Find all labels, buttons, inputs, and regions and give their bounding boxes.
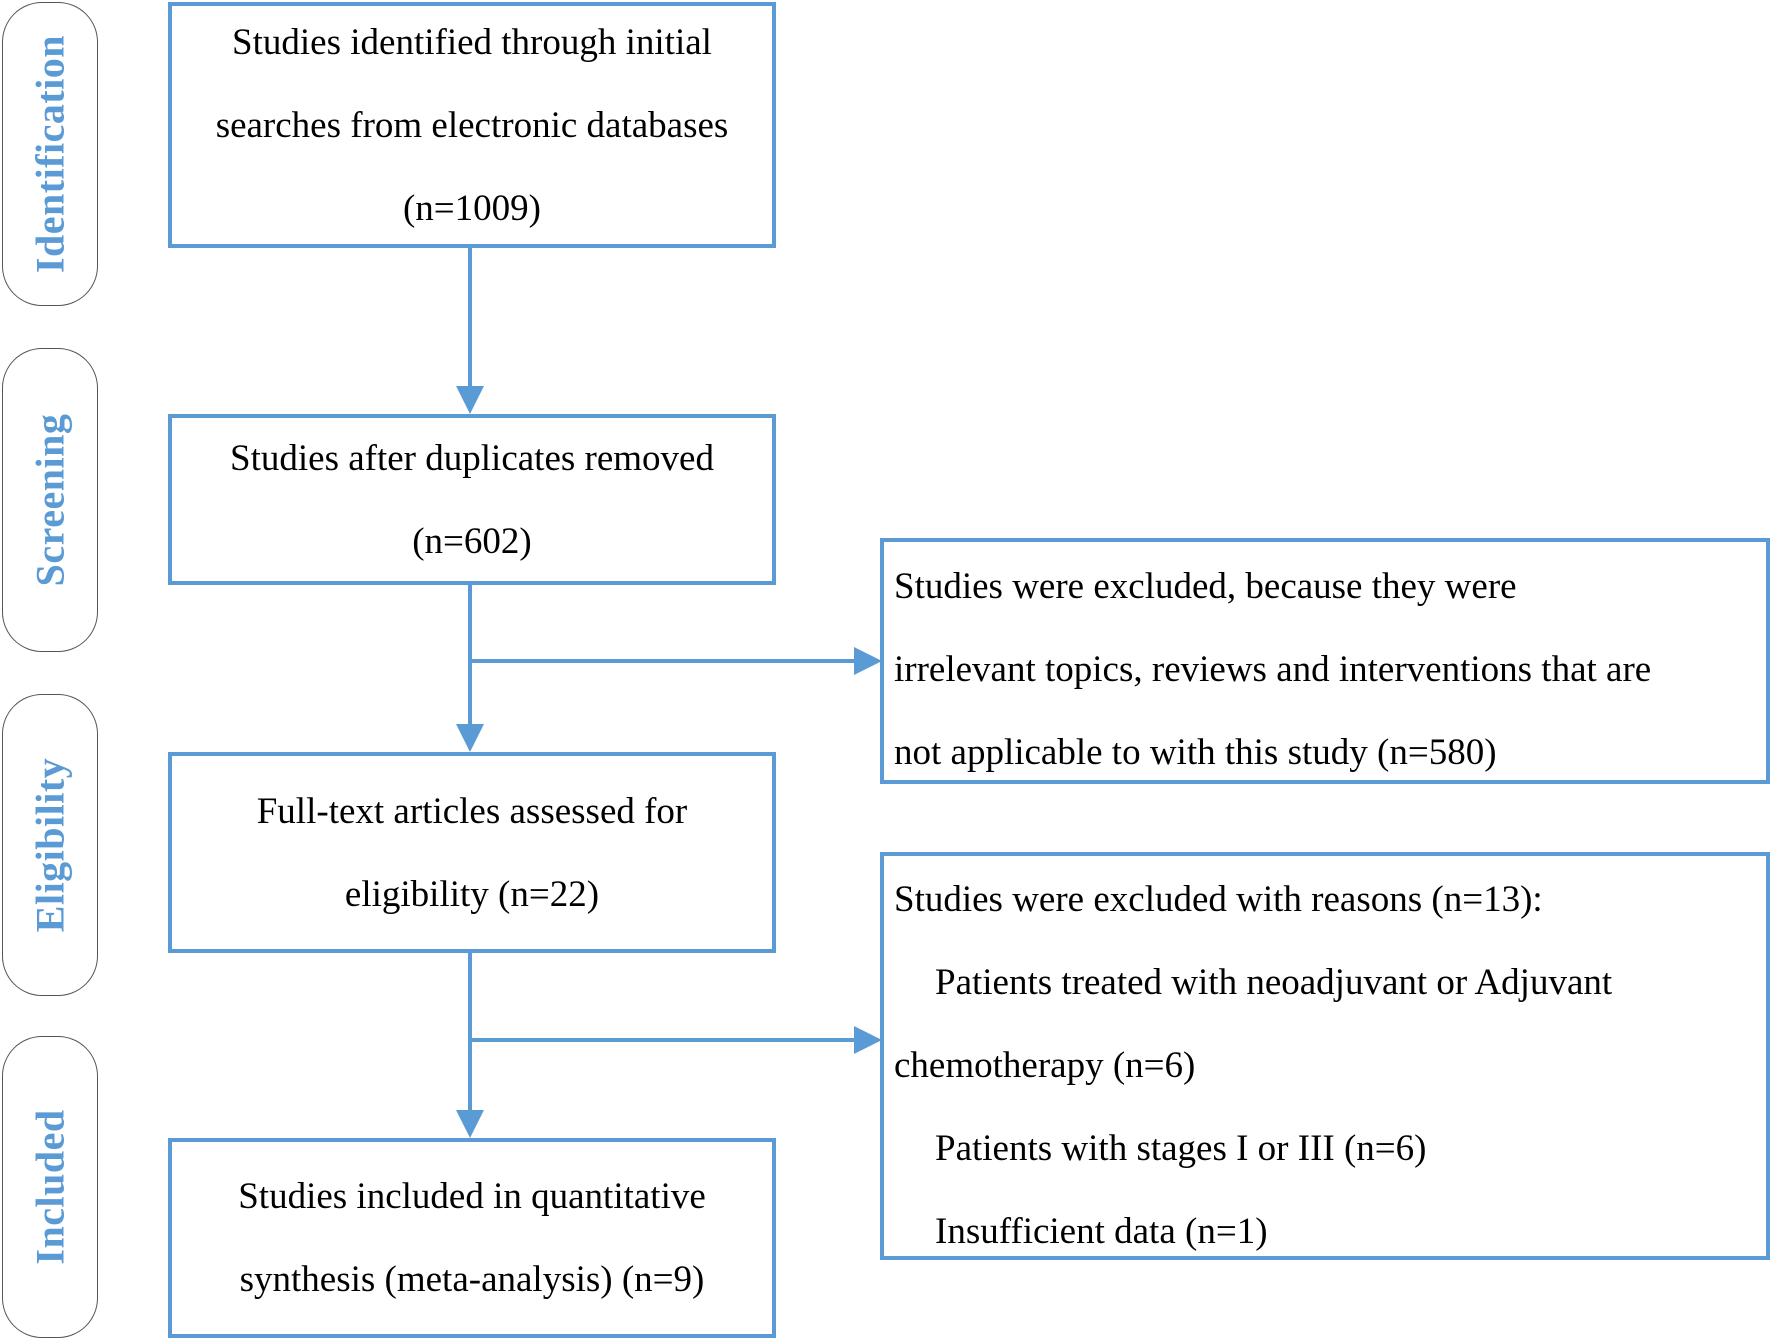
arrowhead-down-icon <box>456 386 484 414</box>
box-full-text-assessed: Full-text articles assessed for eligibil… <box>168 752 776 953</box>
box-line: Studies after duplicates removed <box>230 437 714 479</box>
box-duplicates-removed: Studies after duplicates removed (n=602) <box>168 414 776 585</box>
box-line: Patients treated with neoadjuvant or Adj… <box>935 962 1613 1003</box>
stage-label-included: Included <box>27 1109 73 1265</box>
box-line: (n=602) <box>412 520 532 562</box>
box-line: Studies included in quantitative <box>238 1176 706 1217</box>
box-line: eligibility (n=22) <box>344 873 600 915</box>
arrowhead-right-icon <box>854 1026 882 1054</box>
box-line: chemotherapy (n=6) <box>894 1045 1196 1086</box>
stage-identification: Identification <box>2 2 98 306</box>
box-line: not applicable to with this study (n=580… <box>894 732 1497 773</box>
box-line: Studies were excluded, because they were <box>894 566 1517 607</box>
box-studies-included: Studies included in quantitative synthes… <box>168 1138 776 1338</box>
stage-included: Included <box>2 1036 98 1338</box>
box-line: irrelevant topics, reviews and intervent… <box>894 649 1652 690</box>
stage-screening: Screening <box>2 348 98 652</box>
box-excluded-screening: Studies were excluded, because they were… <box>880 538 1770 784</box>
box-line: Insufficient data (n=1) <box>935 1211 1268 1252</box>
box-line: Patients with stages I or III (n=6) <box>935 1128 1427 1169</box>
stage-eligibility: Eligibility <box>2 694 98 996</box>
box-line: Full-text articles assessed for <box>256 790 688 832</box>
box-line: Studies identified through initial <box>232 21 712 63</box>
arrowhead-down-icon <box>456 1110 484 1138</box>
box-records-identified: Studies identified through initial searc… <box>168 2 776 248</box>
stage-label-screening: Screening <box>27 413 73 587</box>
stage-label-eligibility: Eligibility <box>27 757 73 933</box>
box-line: searches from electronic databases <box>215 104 729 146</box>
box-line: Studies were excluded with reasons (n=13… <box>894 879 1543 920</box>
box-line: (n=1009) <box>402 187 541 229</box>
arrowhead-down-icon <box>456 724 484 752</box>
box-line: synthesis (meta-analysis) (n=9) <box>239 1259 705 1300</box>
box-excluded-with-reasons: Studies were excluded with reasons (n=13… <box>880 852 1770 1260</box>
arrowhead-right-icon <box>854 647 882 675</box>
stage-label-identification: Identification <box>27 34 73 274</box>
